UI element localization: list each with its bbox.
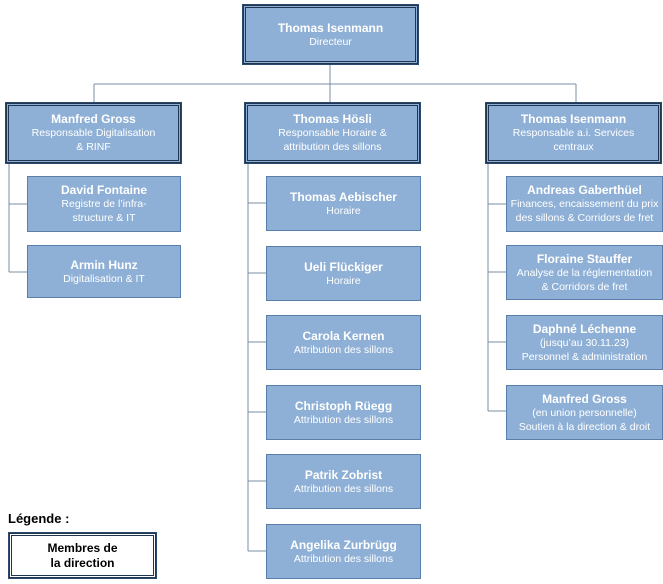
member-name: Andreas Gaberthüel — [527, 183, 642, 197]
head-box-digitalisation: Manfred Gross Responsable Digitalisation… — [5, 102, 182, 164]
member-role: (jusqu’au 30.11.23) Personnel & administ… — [521, 336, 648, 363]
member-name: Thomas Aebischer — [290, 189, 397, 204]
member-name: Carola Kernen — [302, 328, 385, 343]
head-role: Responsable Horaire & attribution des si… — [278, 127, 387, 153]
member-box: Angelika Zurbrügg Attribution des sillon… — [266, 524, 421, 579]
member-box: Thomas Aebischer Horaire — [266, 176, 421, 231]
head-role: Responsable Digitalisation & RINF — [31, 127, 156, 153]
member-name: David Fontaine — [60, 183, 147, 197]
head-box-horaire: Thomas Hösli Responsable Horaire & attri… — [244, 102, 421, 164]
member-box: Floraine Stauffer Analyse de la réglemen… — [506, 245, 663, 300]
head-name: Thomas Hösli — [293, 112, 372, 126]
member-role: (en union personnelle) Soutien à la dire… — [518, 406, 651, 433]
member-role: Horaire — [326, 274, 361, 287]
member-box: Manfred Gross (en union personnelle) Sou… — [506, 385, 663, 440]
member-role: Digitalisation & IT — [63, 272, 145, 285]
member-box: Ueli Flückiger Horaire — [266, 246, 421, 301]
member-box: David Fontaine Registre de l’infra- stru… — [27, 176, 181, 232]
member-box: Patrik Zobrist Attribution des sillons — [266, 454, 421, 509]
legend-title: Légende : — [8, 511, 70, 526]
member-role: Horaire — [326, 204, 361, 217]
head-name: Thomas Isenmann — [520, 112, 627, 126]
member-box: Christoph Rüegg Attribution des sillons — [266, 385, 421, 440]
member-name: Daphné Léchenne — [532, 321, 637, 336]
head-name: Manfred Gross — [51, 112, 136, 126]
head-role: Responsable a.i. Services centraux — [512, 127, 635, 153]
member-role: Finances, encaissement du prix des sillo… — [510, 198, 659, 224]
member-name: Angelika Zurbrügg — [290, 537, 397, 552]
member-name: Armin Hunz — [70, 257, 138, 272]
member-name: Floraine Stauffer — [536, 251, 633, 266]
member-role: Attribution des sillons — [293, 482, 394, 495]
member-role: Attribution des sillons — [293, 343, 394, 356]
member-role: Attribution des sillons — [293, 552, 394, 565]
head-box-services: Thomas Isenmann Responsable a.i. Service… — [485, 102, 662, 164]
member-name: Ueli Flückiger — [304, 259, 383, 274]
member-role: Registre de l’infra- structure & IT — [61, 198, 147, 224]
director-name: Thomas Isenmann — [277, 20, 384, 35]
member-box: Andreas Gaberthüel Finances, encaissemen… — [506, 176, 663, 232]
member-name: Christoph Rüegg — [294, 398, 393, 413]
legend-box: Membres de la direction — [8, 532, 157, 579]
legend-item-label: Membres de la direction — [47, 540, 118, 570]
member-box: Carola Kernen Attribution des sillons — [266, 315, 421, 370]
director-box: Thomas Isenmann Directeur — [242, 4, 419, 65]
member-name: Manfred Gross — [542, 391, 627, 406]
member-box: Armin Hunz Digitalisation & IT — [27, 245, 181, 298]
member-box: Daphné Léchenne (jusqu’au 30.11.23) Pers… — [506, 315, 663, 370]
member-role: Attribution des sillons — [293, 413, 394, 426]
director-role: Directeur — [309, 35, 352, 48]
member-name: Patrik Zobrist — [304, 467, 383, 482]
member-role: Analyse de la réglementation & Corridors… — [516, 266, 653, 293]
